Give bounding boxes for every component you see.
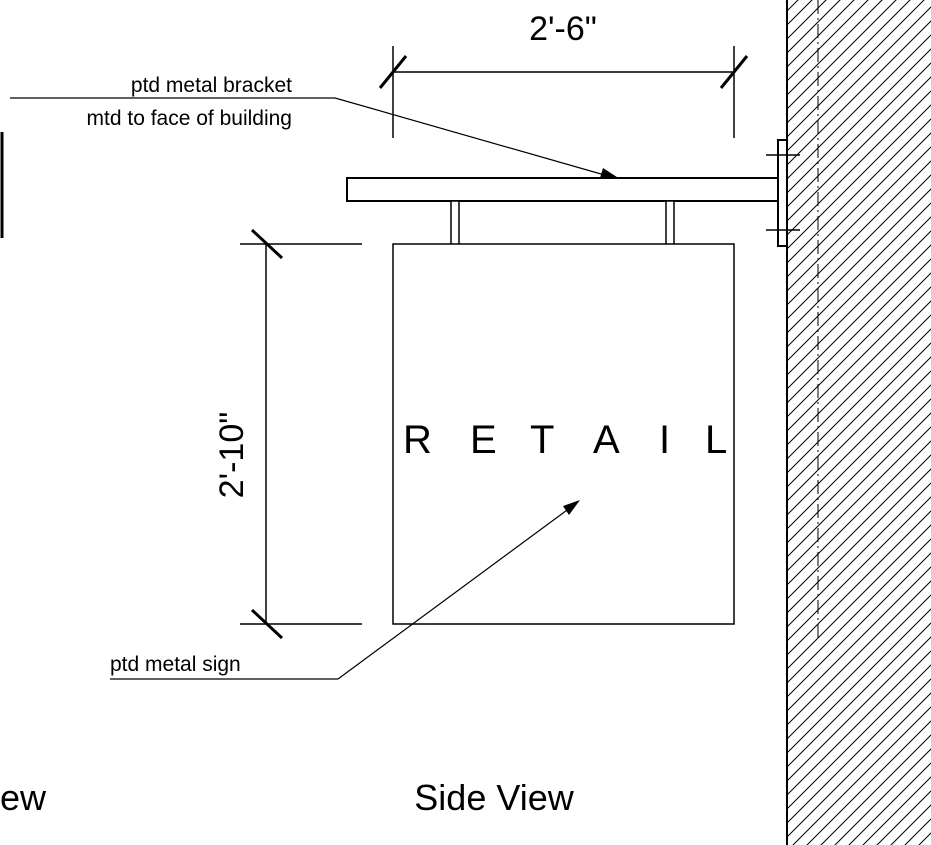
bracket-label-line1: ptd metal bracket — [131, 74, 292, 97]
bracket-callout: ptd metal bracket mtd to face of buildin… — [10, 74, 620, 179]
sign-letter: E — [470, 418, 497, 462]
front-view-title-fragment: iew — [0, 777, 47, 818]
sign-letter: A — [593, 418, 620, 462]
bracket-label-line2: mtd to face of building — [87, 107, 292, 130]
sign-letter: I — [659, 418, 670, 462]
width-dimension-text: 2'-6" — [529, 10, 597, 48]
sign-callout: ptd metal sign — [110, 500, 580, 680]
metal-sign-panel — [392, 243, 735, 625]
sign-letter: T — [530, 418, 554, 462]
height-dimension: 2'-10" — [213, 228, 362, 640]
sign-label: ptd metal sign — [110, 653, 241, 676]
building-wall — [786, 0, 931, 845]
sign-letter: R — [403, 418, 432, 462]
metal-bracket — [346, 177, 779, 202]
width-dimension: 2'-6" — [378, 10, 749, 138]
retail-lettering: R E T A I L — [403, 418, 727, 462]
height-dimension-text: 2'-10" — [213, 412, 251, 499]
sign-letter: L — [705, 418, 727, 462]
side-view-title: Side View — [414, 777, 574, 818]
